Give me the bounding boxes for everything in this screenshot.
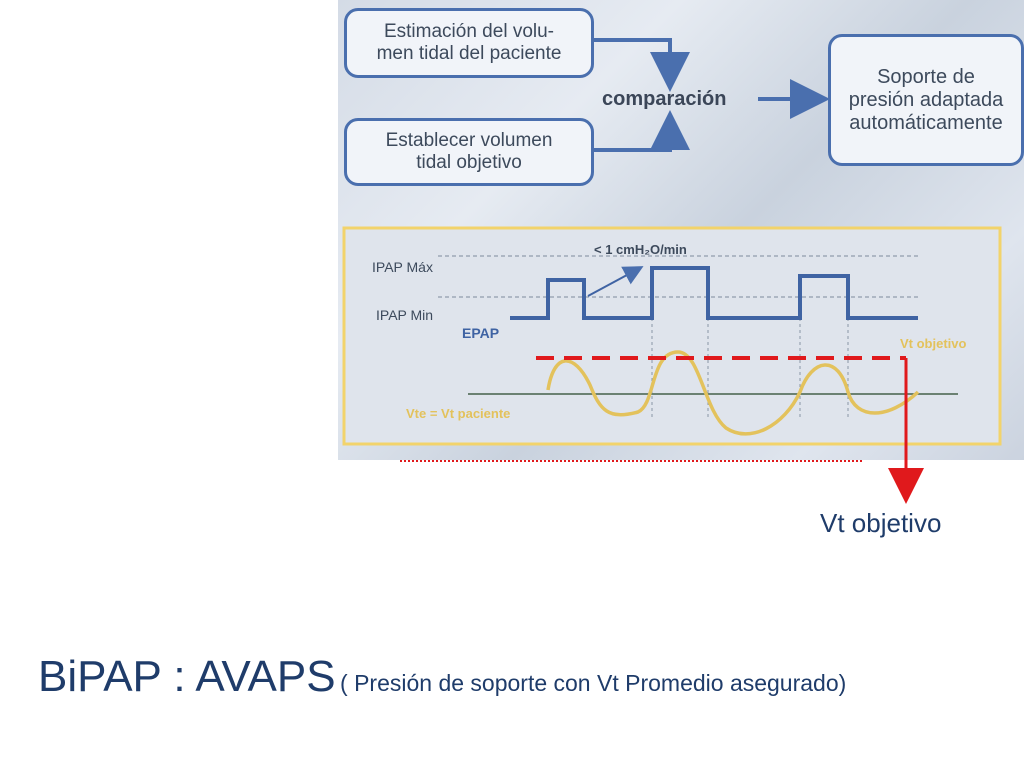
- box-establecer-text: Establecer volumen tidal objetivo: [385, 130, 553, 173]
- comparacion-label: comparación: [602, 88, 727, 110]
- box-estimacion-volumen: Estimación del volu- men tidal del pacie…: [344, 8, 594, 78]
- vt-objetivo-label: Vt objetivo: [820, 508, 942, 538]
- label-vte: Vte = Vt paciente: [406, 406, 510, 421]
- label-rate: < 1 cmH₂O/min: [594, 242, 687, 257]
- title-main: BiPAP : AVAPS: [38, 652, 336, 701]
- diagram-graphics: IPAP Máx IPAP Min EPAP < 1 cmH₂O/min Vt …: [342, 38, 1002, 446]
- box-soporte-text: Soporte de presión adaptada automáticame…: [848, 65, 1004, 134]
- box-establecer-volumen: Establecer volumen tidal objetivo: [344, 118, 594, 186]
- graph-frame: [342, 226, 1002, 446]
- title-sub: ( Presión de soporte con Vt Promedio ase…: [340, 670, 847, 696]
- scanned-diagram: Estimación del volu- men tidal del pacie…: [338, 0, 1024, 460]
- box-estimacion-text: Estimación del volu- men tidal del pacie…: [376, 21, 562, 64]
- label-vt-objetivo-graph: Vt objetivo: [900, 336, 967, 351]
- arrow-establecer-to-comparacion: [594, 110, 690, 152]
- slide-title: BiPAP : AVAPS ( Presión de soporte con V…: [38, 652, 846, 702]
- pressure-waveform: [510, 266, 918, 320]
- arrow-estimacion-to-comparacion: [594, 38, 690, 92]
- label-ipap-min: IPAP Min: [376, 307, 433, 323]
- label-epap: EPAP: [462, 325, 499, 341]
- box-soporte-presion: Soporte de presión adaptada automáticame…: [828, 34, 1024, 166]
- flow-curve: [546, 350, 920, 436]
- label-ipap-max: IPAP Máx: [372, 259, 433, 275]
